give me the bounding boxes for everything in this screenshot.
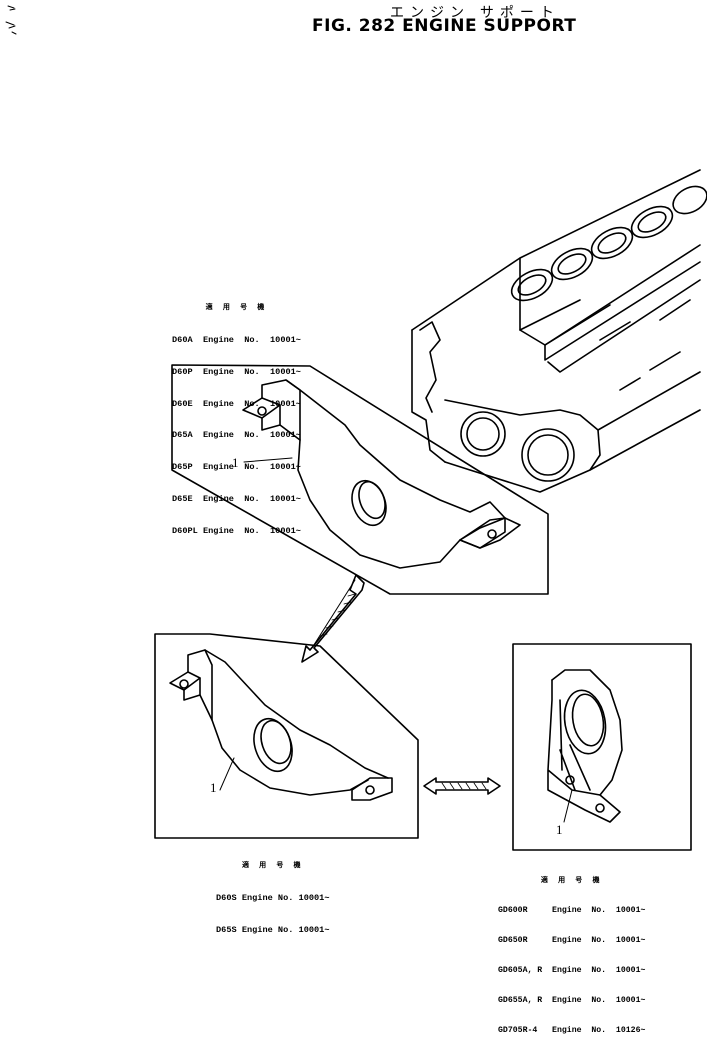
serial-row: D60P Engine No. 10001~ [172, 367, 301, 378]
model-name: D60P [172, 366, 198, 377]
serial-text: Engine No. 10001~ [552, 936, 646, 945]
title-japanese: エンジン サポート [390, 4, 560, 20]
figure-title: FIG. 282 ENGINE SUPPORT [312, 16, 577, 36]
model-name: GD605A, R [498, 966, 553, 975]
model-name: D65E [172, 493, 198, 504]
serial-text: Engine No. 10001~ [241, 924, 330, 935]
serial-text: Engine No. 10001~ [202, 525, 301, 536]
serial-text: Engine No. 10001~ [202, 334, 301, 345]
serial-row: D65S Engine No. 10001~ [216, 925, 329, 936]
serial-row: GD705R-4 Engine No. 10126~ [498, 1026, 645, 1036]
upper-support-bracket [242, 379, 521, 569]
serial-text: Engine No. 10001~ [202, 430, 301, 441]
model-name: D60S [216, 892, 237, 903]
model-name: D60E [172, 398, 198, 409]
model-name: GD600R [498, 906, 553, 915]
model-name: GD705R-4 [498, 1026, 553, 1035]
serial-text: Engine No. 10126~ [552, 1026, 646, 1035]
serial-row: D60PL Engine No. 10001~ [172, 526, 301, 537]
serial-text: Engine No. 10001~ [202, 462, 301, 473]
serial-text: Engine No. 10001~ [552, 906, 646, 915]
serial-row: D65P Engine No. 10001~ [172, 462, 301, 473]
model-name: D65P [172, 462, 198, 473]
callout-number: 1 [556, 822, 563, 837]
double-arrow-vertical [301, 574, 365, 663]
model-name: GD655A, R [498, 996, 553, 1005]
lower-left-support-bracket [169, 649, 393, 801]
serial-list-upper: 適 用 号 機 D60A Engine No. 10001~ D60P Engi… [172, 282, 301, 547]
serial-row: GD605A, R Engine No. 10001~ [498, 966, 645, 976]
model-name: D60A [172, 334, 198, 345]
serial-row: D65A Engine No. 10001~ [172, 430, 301, 441]
applicability-header: 適 用 号 機 [540, 877, 603, 885]
model-name: D65S [216, 924, 237, 935]
lower-right-panel-frame [512, 643, 692, 851]
double-arrow-horizontal [423, 777, 501, 795]
model-name: GD650R [498, 936, 553, 945]
engine-block-drawing [411, 169, 707, 493]
diagram-drawing [5, 5, 707, 851]
leader-lines [219, 457, 573, 823]
callout-number: 1 [210, 780, 217, 795]
serial-text: Engine No. 10001~ [552, 966, 646, 975]
lower-left-panel-frame [154, 633, 419, 839]
serial-row: GD600R Engine No. 10001~ [498, 906, 645, 916]
serial-text: Engine No. 10001~ [202, 366, 301, 377]
serial-text: Engine No. 10001~ [202, 493, 301, 504]
lower-right-support-bracket [547, 669, 623, 823]
applicability-header: 適 用 号 機 [205, 304, 268, 313]
serial-row: GD655A, R Engine No. 10001~ [498, 996, 645, 1006]
upper-panel-frame [171, 364, 549, 595]
model-name: D65A [172, 430, 198, 441]
serial-row: D65E Engine No. 10001~ [172, 494, 301, 505]
model-name: D60PL [172, 525, 198, 536]
serial-row: GD650R Engine No. 10001~ [498, 936, 645, 946]
serial-text: Engine No. 10001~ [241, 892, 330, 903]
callout-number: 1 [232, 455, 239, 470]
scan-noise [5, 5, 17, 35]
serial-text: Engine No. 10001~ [552, 996, 646, 1005]
applicability-header: 適 用 号 機 [241, 862, 304, 871]
serial-row: D60S Engine No. 10001~ [216, 893, 329, 904]
serial-row: D60A Engine No. 10001~ [172, 335, 301, 346]
